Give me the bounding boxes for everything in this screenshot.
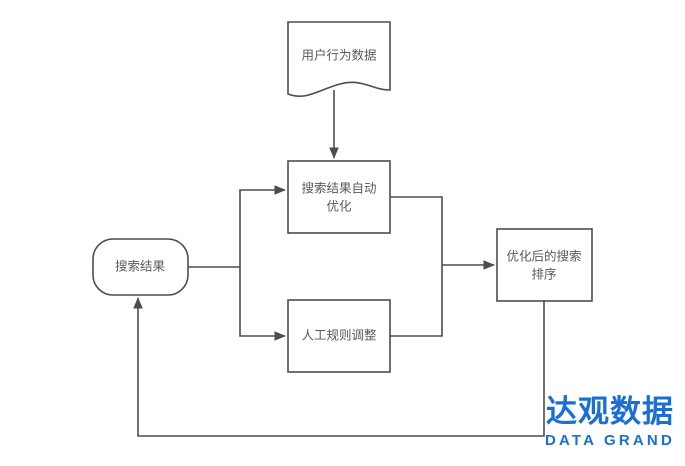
node-optimized-ranking[interactable]: 优化后的搜索 排序: [496, 228, 593, 302]
brand-logo-cn: 达观数据: [545, 394, 674, 430]
rect-shape: [496, 228, 593, 302]
node-label-user-behavior-data: 用户行为数据: [301, 47, 376, 62]
node-label-optimized-ranking-line1: 优化后的搜索: [506, 248, 581, 263]
document-shape: [287, 21, 391, 98]
edge-manual-to-merge: [390, 265, 443, 337]
edge-results-to-manual: [239, 267, 286, 341]
edge-results-to-auto: [239, 185, 286, 267]
node-label-manual-rule-adjust: 人工规则调整: [301, 327, 377, 342]
node-label-auto-optimization-line2: 优化: [326, 199, 352, 213]
edge-auto-to-merge: [390, 196, 443, 265]
rect-shape: [287, 160, 391, 234]
node-manual-rule-adjust[interactable]: 人工规则调整: [287, 299, 391, 373]
brand-logo: 达观数据 DATA GRAND: [544, 394, 675, 449]
node-search-results[interactable]: 搜索结果: [92, 238, 189, 296]
node-label-auto-optimization-line1: 搜索结果自动: [301, 180, 376, 195]
node-user-behavior-data[interactable]: 用户行为数据: [287, 21, 391, 98]
edge-ranking-feedback: [133, 297, 545, 437]
rect-shape: [287, 299, 391, 373]
brand-logo-en: DATA GRAND: [544, 432, 675, 449]
node-auto-optimization[interactable]: 搜索结果自动 优化: [287, 160, 391, 234]
node-label-optimized-ranking-line2: 排序: [531, 266, 556, 281]
node-label-search-results: 搜索结果: [115, 258, 166, 273]
stadium-shape: [92, 238, 189, 296]
